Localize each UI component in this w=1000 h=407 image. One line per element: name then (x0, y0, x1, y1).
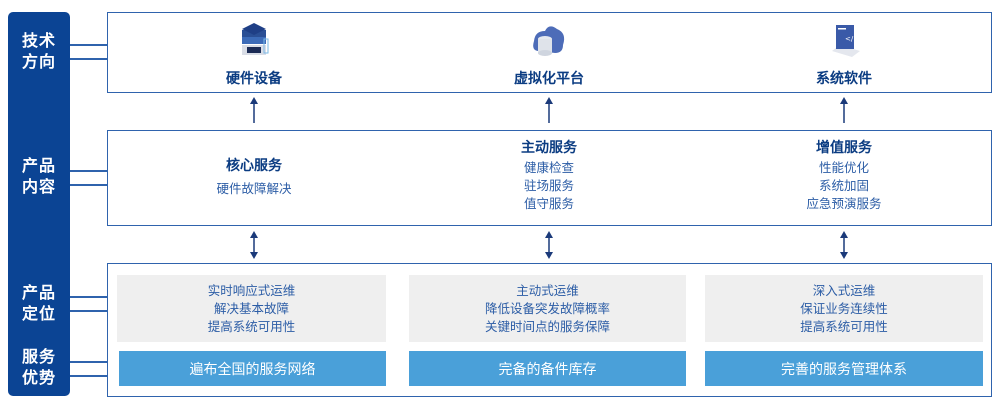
content-item: 值守服务 (523, 196, 574, 211)
connector (70, 375, 107, 377)
positioning-item: 实时响应式运维 (207, 282, 296, 298)
double-arrow-icon (840, 231, 848, 259)
double-arrow-icon (250, 231, 258, 259)
tech-virtualization: 虚拟化平台 (514, 71, 584, 87)
positioning-item: 主动式运维 (516, 282, 579, 298)
sidebar: 技术 方向 产品 内容 产品 定位 服务 优势 (8, 12, 70, 396)
connector (70, 170, 107, 172)
tech-box: </> 硬件设备 虚拟化平台 系统软件 (107, 12, 992, 93)
content-value-added: 增值服务 性能优化 系统加固 应急预演服务 (724, 137, 964, 213)
connector (70, 44, 107, 46)
label-product-content: 产品 内容 (21, 156, 56, 196)
connector (70, 296, 107, 298)
content-item: 健康检查 (523, 160, 574, 175)
content-box: 核心服务 硬件故障解决 主动服务 健康检查 驻场服务 值守服务 增值服务 性能优… (107, 130, 992, 226)
software-icon: </> (832, 25, 860, 57)
connector (70, 310, 107, 312)
connector (70, 58, 107, 60)
content-item: 系统加固 (818, 178, 869, 193)
label-tech-direction: 技术 方向 (21, 31, 56, 71)
double-arrow-icon (545, 231, 553, 259)
positioning-item: 提高系统可用性 (800, 318, 888, 334)
up-arrow-icon (840, 97, 848, 123)
connector (70, 361, 107, 363)
positioning-box: 实时响应式运维 解决基本故障 提高系统可用性 主动式运维 降低设备突发故障概率 … (107, 263, 992, 397)
tech-hardware: 硬件设备 (226, 71, 282, 87)
positioning-panel: 深入式运维 保证业务连续性 提高系统可用性 (705, 275, 983, 342)
positioning-item: 解决基本故障 (213, 300, 289, 316)
label-service-advantage: 服务 优势 (21, 347, 56, 387)
content-title: 主动服务 (521, 140, 577, 156)
advantage-bar: 完备的备件库存 (409, 351, 686, 386)
advantage-bar: 遍布全国的服务网络 (119, 351, 386, 386)
label-product-positioning: 产品 定位 (21, 283, 56, 323)
content-title: 增值服务 (816, 140, 872, 156)
positioning-item: 深入式运维 (812, 282, 876, 298)
content-item: 驻场服务 (523, 178, 574, 193)
positioning-item: 关键时间点的服务保障 (484, 318, 610, 334)
up-arrow-icon (250, 97, 258, 123)
tech-system-software: 系统软件 (816, 71, 872, 87)
advantage-bar: 完善的服务管理体系 (705, 351, 983, 386)
positioning-panel: 主动式运维 降低设备突发故障概率 关键时间点的服务保障 (409, 275, 686, 342)
content-core: 核心服务 硬件故障解决 (134, 155, 374, 198)
positioning-panel: 实时响应式运维 解决基本故障 提高系统可用性 (117, 275, 386, 342)
positioning-item: 提高系统可用性 (207, 318, 296, 334)
content-item: 硬件故障解决 (216, 181, 292, 196)
content-item: 性能优化 (818, 160, 869, 175)
server-stack-icon (242, 23, 269, 55)
svg-text:</>: </> (845, 35, 859, 43)
cloud-database-icon (533, 26, 565, 56)
content-title: 核心服务 (226, 158, 282, 174)
content-proactive: 主动服务 健康检查 驻场服务 值守服务 (429, 137, 669, 213)
positioning-item: 降低设备突发故障概率 (484, 300, 610, 316)
connector (70, 184, 107, 186)
positioning-item: 保证业务连续性 (800, 300, 888, 316)
up-arrow-icon (545, 97, 553, 123)
content-item: 应急预演服务 (806, 196, 882, 211)
